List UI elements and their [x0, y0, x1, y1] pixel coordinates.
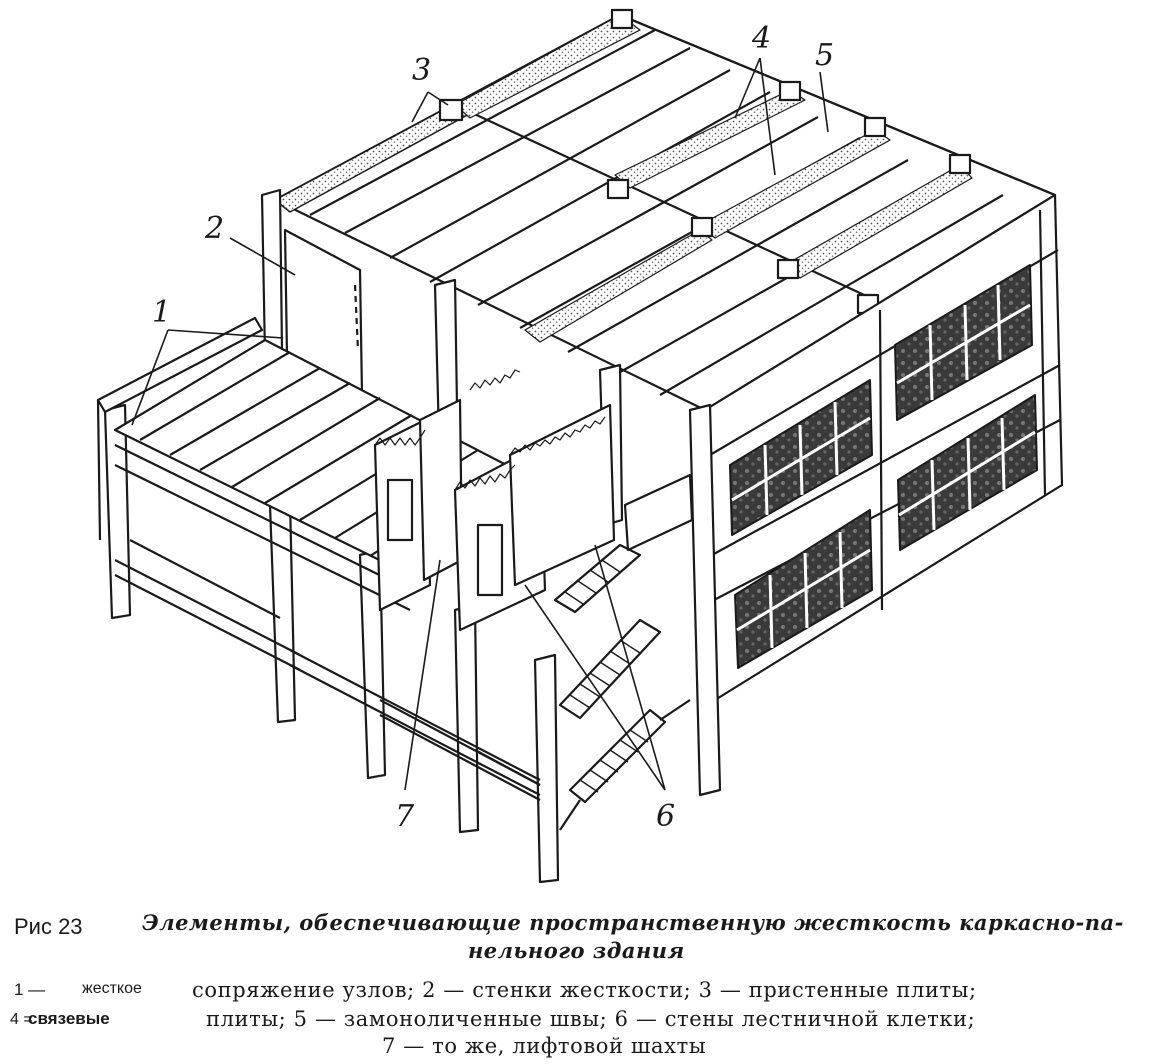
caption-title: Элементы, обеспечивающие пространственну… [142, 910, 1124, 935]
legend-line-3: 7 — то же, лифтовой шахты [382, 1034, 707, 1058]
leader-lines [131, 57, 829, 791]
callout-2: 2 [204, 211, 224, 246]
figure-number: Рис 23 [14, 914, 83, 939]
wall-rebar [374, 369, 606, 491]
callout-1: 1 [152, 295, 171, 330]
stair-walls [373, 398, 616, 632]
callout-7: 7 [395, 799, 415, 834]
figure-caption: Рис 23 Элементы, обеспечивающие простран… [0, 900, 1173, 1064]
caption-title-cont: нельного здания [468, 938, 685, 963]
windows [729, 264, 1038, 669]
callout-6: 6 [656, 799, 675, 834]
legend-number-1: 1 — [14, 980, 46, 999]
legend-word-1: жесткое [82, 980, 142, 997]
end-wall [96, 316, 264, 541]
lower-beams [129, 539, 541, 801]
callout-3: 3 [412, 53, 431, 88]
legend-number-4: 4 = [10, 1011, 33, 1028]
legend-line-1: сопряжение узлов; 2 — стенки жесткости; … [192, 978, 977, 1002]
callout-5: 5 [815, 38, 834, 73]
callout-4: 4 [751, 21, 771, 56]
legend-line-2: плиты; 5 — замоноличенные швы; 6 — стены… [206, 1007, 976, 1031]
corner-column [688, 403, 722, 797]
staircase [553, 473, 694, 831]
building-frame-diagram: 3 4 5 2 1 7 6 [96, 8, 1064, 884]
legend-word-4: связевые [28, 1009, 110, 1028]
